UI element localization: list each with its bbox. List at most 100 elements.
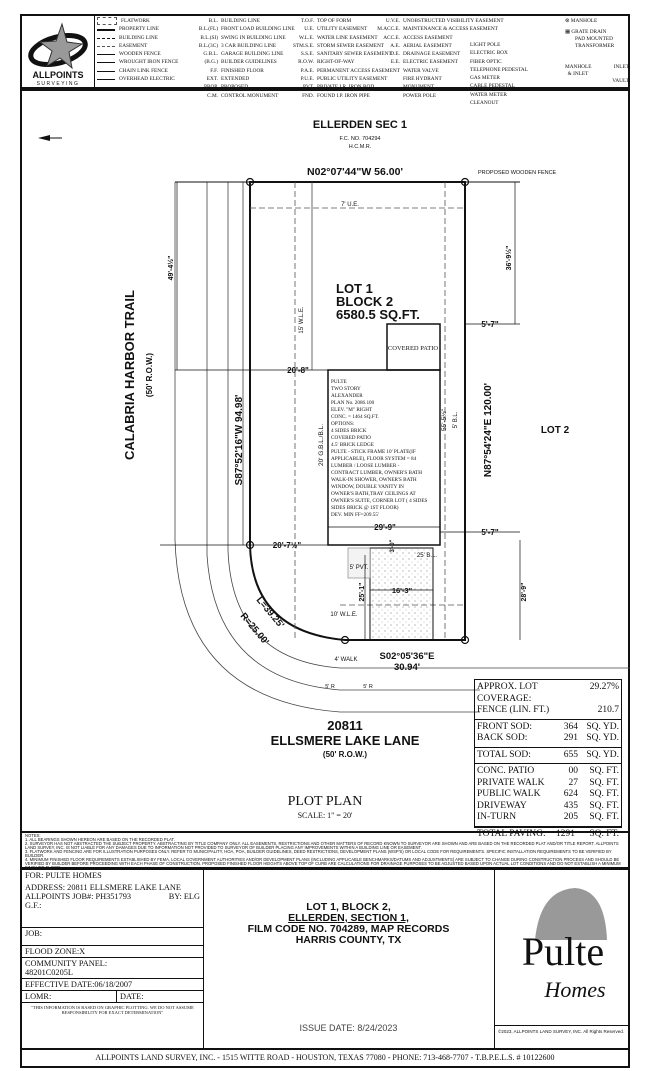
- dim-5-7-lower: 5'-7": [481, 528, 498, 537]
- allpoints-logo: ALLPOINTS SURVEYING: [22, 16, 95, 87]
- copyright: ©2023, ALLPOINTS LAND SURVEY, INC. All R…: [495, 1025, 629, 1037]
- dim-28-9: 28'-9": [521, 583, 528, 602]
- utility-easement-label: 7' U.E.: [341, 202, 359, 208]
- legend-entry: PVT.PRIVATE I.R. IRON ROD: [303, 84, 375, 91]
- legend-entry: P.A.E.PERMANENT ACCESS EASEMENT: [300, 67, 400, 74]
- fc-number: F.C. NO. 704294: [340, 136, 381, 142]
- dim-55: 55'-5½": [440, 408, 448, 431]
- subdivision-name: ELLERDEN SEC 1: [313, 119, 407, 131]
- drawing-area: [20, 89, 630, 833]
- radius-label: 5' R: [363, 684, 373, 690]
- house-note-line: APPLICABLE), FLOOR SYSTEM = 84: [331, 456, 417, 462]
- legend-entry: B.L.(SI)SWING IN BUILDING LINE: [200, 34, 286, 41]
- dimension-lines: [160, 182, 521, 640]
- pvt-5-label: 5' PVT.: [350, 565, 369, 571]
- legend-entry: E.E.ELECTRIC EASEMENT: [390, 59, 458, 66]
- south-distance: 30.94': [394, 662, 420, 673]
- south-street-name: ELLSMERE LAKE LANE: [271, 733, 420, 748]
- legend-entry: R.O.W.RIGHT-OF-WAY: [298, 59, 355, 66]
- lot-2-label: LOT 2: [541, 425, 570, 436]
- covered-patio-label: COVERED PATIO: [388, 345, 438, 352]
- pulte-logo-panel: Pulte Homes ©2023, ALLPOINTS LAND SURVEY…: [494, 870, 629, 1048]
- lot-label: LOT 1: [336, 281, 373, 296]
- south-bearing: S02°05'36"E: [380, 651, 435, 662]
- effective-date: EFFECTIVE DATE:06/18/2007: [22, 979, 203, 991]
- walk-label: 4' WALK: [335, 657, 358, 663]
- svg-text:ALLPOINTS: ALLPOINTS: [33, 70, 84, 80]
- legend-entry: U.E.UTILITY EASEMENT: [304, 26, 368, 33]
- dim-20-8: 20'-8": [287, 366, 309, 375]
- legend-header: [20, 14, 630, 89]
- north-bearing: N02°07'44"W 56.00': [307, 166, 403, 178]
- legend-entry: MONUMENT: [403, 84, 435, 91]
- dim-25-1: 25'-1": [359, 583, 366, 602]
- house-note-line: TWO STORY: [331, 386, 361, 392]
- dim-5-7-upper: 5'-7": [481, 320, 498, 329]
- lot-area: 6580.5 SQ.FT.: [336, 307, 420, 322]
- house-note-line: DEV. MIN FF=209.55': [331, 512, 379, 518]
- bl-25-label: 25' B.L.: [417, 553, 437, 559]
- pulte-homes-logo: Pulte Homes: [522, 888, 607, 1002]
- notes-section: NOTES: 1. ALL BEARINGS SHOWN HEREON ARE …: [20, 833, 630, 870]
- company-footer: ALLPOINTS LAND SURVEY, INC. - 1515 WITTE…: [20, 1048, 630, 1068]
- house-note-line: CONTRACT LUMBER, OWNER'S BATH: [331, 470, 423, 476]
- monument-icon: [340, 635, 350, 645]
- house-note-line: SIDES BRICK @ 1ST FLOOR): [331, 505, 399, 511]
- monument-pins: [245, 177, 470, 645]
- driveway: [369, 547, 434, 641]
- house-note-line: 4 SIDES BRICK: [331, 428, 367, 434]
- house-note-line: OWNER'S BATH,TRAY CEILINGS AT: [331, 491, 416, 497]
- flood-zone: FLOOD ZONE:X: [22, 946, 203, 958]
- legend-symbols-right: ⊗ MANHOLE ▦ GRATE DRAIN PAD MOUNTED TRAN…: [565, 18, 629, 84]
- house-note-line: CONC. = 1464 SQ.FT.: [331, 414, 379, 420]
- house-note-line: ELEV. "M" RIGHT: [331, 407, 373, 413]
- legend-entry: A.E.AERIAL EASEMENT: [390, 42, 452, 49]
- job-info: FOR: PULTE HOMES ADDRESS: 20811 ELLSMERE…: [22, 870, 204, 1048]
- legend-entry: U.V.E.UNOBSTRUCTED VISIBILITY EASEMENT: [385, 18, 504, 24]
- manhole-icon: ⊗ MANHOLE: [565, 18, 598, 24]
- svg-text:SURVEYING: SURVEYING: [37, 81, 80, 87]
- quantities-table: APPROX. LOT COVERAGE:29.27% FENCE (LIN. …: [474, 679, 622, 839]
- monument-icon: [245, 540, 255, 550]
- plot-plan-title: PLOT PLAN: [288, 794, 363, 809]
- legend-entry: S.S.E.SANITARY SEWER EASEMENT: [300, 51, 392, 58]
- house-note-line: WALK-IN SHOWER, OWNER'S BATH: [331, 477, 417, 483]
- legend-entry: WATER VALVE: [403, 67, 439, 74]
- house-note-line: PULTE: [331, 379, 347, 385]
- legend-entry: B.L.(FL)FRONT LOAD BUILDING LINE: [198, 26, 295, 33]
- house-footprint: [327, 323, 441, 546]
- wle-10-label: 10' W.L.E.: [330, 612, 357, 618]
- address: ADDRESS: 20811 ELLSMERE LAKE LANE: [25, 883, 181, 892]
- house-note-line: OWNER'S SUITE, CORNER LOT ( 4 SIDES: [331, 498, 428, 504]
- bl-5-label: 5' B.L.: [453, 411, 459, 428]
- gbl-label: 20' G.B.L./B.L.: [318, 424, 325, 466]
- client: FOR: PULTE HOMES: [25, 871, 102, 880]
- legend-entry: STM.S.E.STORM SEWER EASEMENT: [292, 42, 384, 49]
- dim-29-9: 29'-9": [374, 523, 396, 532]
- legend-entry: T.O.F.TOP OF FORM: [300, 18, 352, 24]
- street-calabria-harbor-trail: [174, 182, 630, 713]
- west-street-row: (50' R.O.W.): [145, 353, 154, 397]
- monument-icon: [460, 635, 470, 645]
- legend-entry: PROP.PROPOSED: [204, 84, 249, 91]
- house-note-line: OPTIONS:: [331, 421, 355, 427]
- monument-icon: [460, 177, 470, 187]
- east-bearing: N87°54'24"E 120.00': [483, 383, 494, 477]
- dim-3-0: 3'-0": [390, 539, 396, 552]
- radius-label: 5' R: [325, 684, 335, 690]
- legend-entry: POWER POLE: [403, 92, 437, 99]
- legend-line-types: FLATWORK PROPERTY LINE BUILDING LINE EAS…: [97, 17, 178, 83]
- legend-entry: M.ACC.E.MAINTENANCE & ACCESS EASEMENT: [377, 26, 498, 33]
- house-note-line: LUMBER / LOOSE LUMBER -: [331, 463, 400, 469]
- legend-entry: (B.G.)BUILDER GUIDELINES: [204, 59, 277, 66]
- north-arrow-icon: [38, 135, 62, 141]
- legend-entry: FIRE HYDRANT: [403, 76, 442, 83]
- block-label: BLOCK 2: [336, 294, 393, 309]
- monument-icon: [245, 177, 255, 187]
